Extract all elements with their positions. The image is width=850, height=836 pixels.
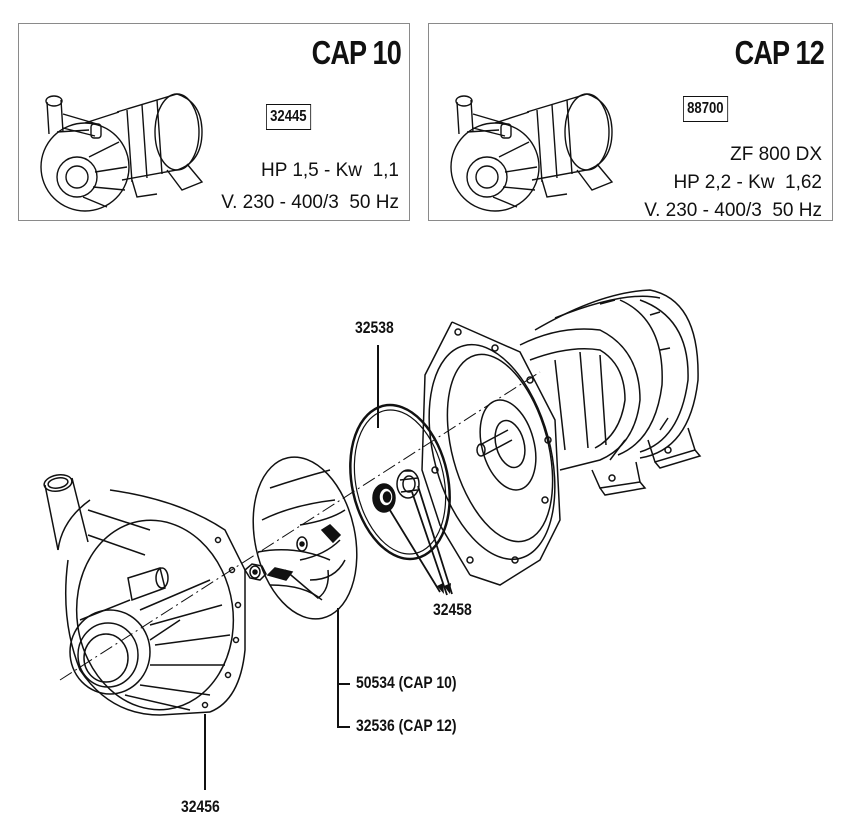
part-code-box: 88700 <box>683 96 728 122</box>
spec-line: V. 230 - 400/3 50 Hz <box>221 192 399 213</box>
part-code-box: 32445 <box>266 104 311 130</box>
spec-line: ZF 800 DX <box>730 144 822 165</box>
leader-line <box>387 485 453 596</box>
impeller-icon <box>252 456 358 620</box>
pump-body-icon <box>43 474 246 716</box>
pump-thumbnail-icon <box>40 93 204 212</box>
pump-thumbnail-icon <box>450 93 614 212</box>
callout-o-ring: 32538 <box>355 318 394 337</box>
o-ring-icon <box>349 403 451 561</box>
callout-impeller-cap12: 32536 (CAP 12) <box>356 716 457 735</box>
model-title: CAP 12 <box>734 34 825 71</box>
model-panel-cap12: CAP 12 88700 ZF 800 DX HP 2,2 - Kw 1,62 … <box>428 23 833 221</box>
spec-line: HP 1,5 - Kw 1,1 <box>261 160 399 181</box>
backplate-icon <box>421 321 561 586</box>
spec-line: V. 230 - 400/3 50 Hz <box>644 200 822 221</box>
impeller-nut-icon <box>244 563 267 581</box>
center-axis <box>59 371 541 681</box>
motor-icon <box>519 289 702 496</box>
mechanical-seal-icon <box>372 469 420 513</box>
model-panel-cap10: CAP 10 32445 HP 1,5 - Kw 1,1 V. 230 - 40… <box>18 23 410 221</box>
callout-mechanical-seal: 32458 <box>433 600 472 619</box>
callout-impeller-cap10: 50534 (CAP 10) <box>356 673 457 692</box>
spec-line: HP 2,2 - Kw 1,62 <box>673 172 822 193</box>
callout-pump-body: 32456 <box>181 797 220 816</box>
model-title: CAP 10 <box>311 34 402 71</box>
leader-line <box>337 608 350 728</box>
